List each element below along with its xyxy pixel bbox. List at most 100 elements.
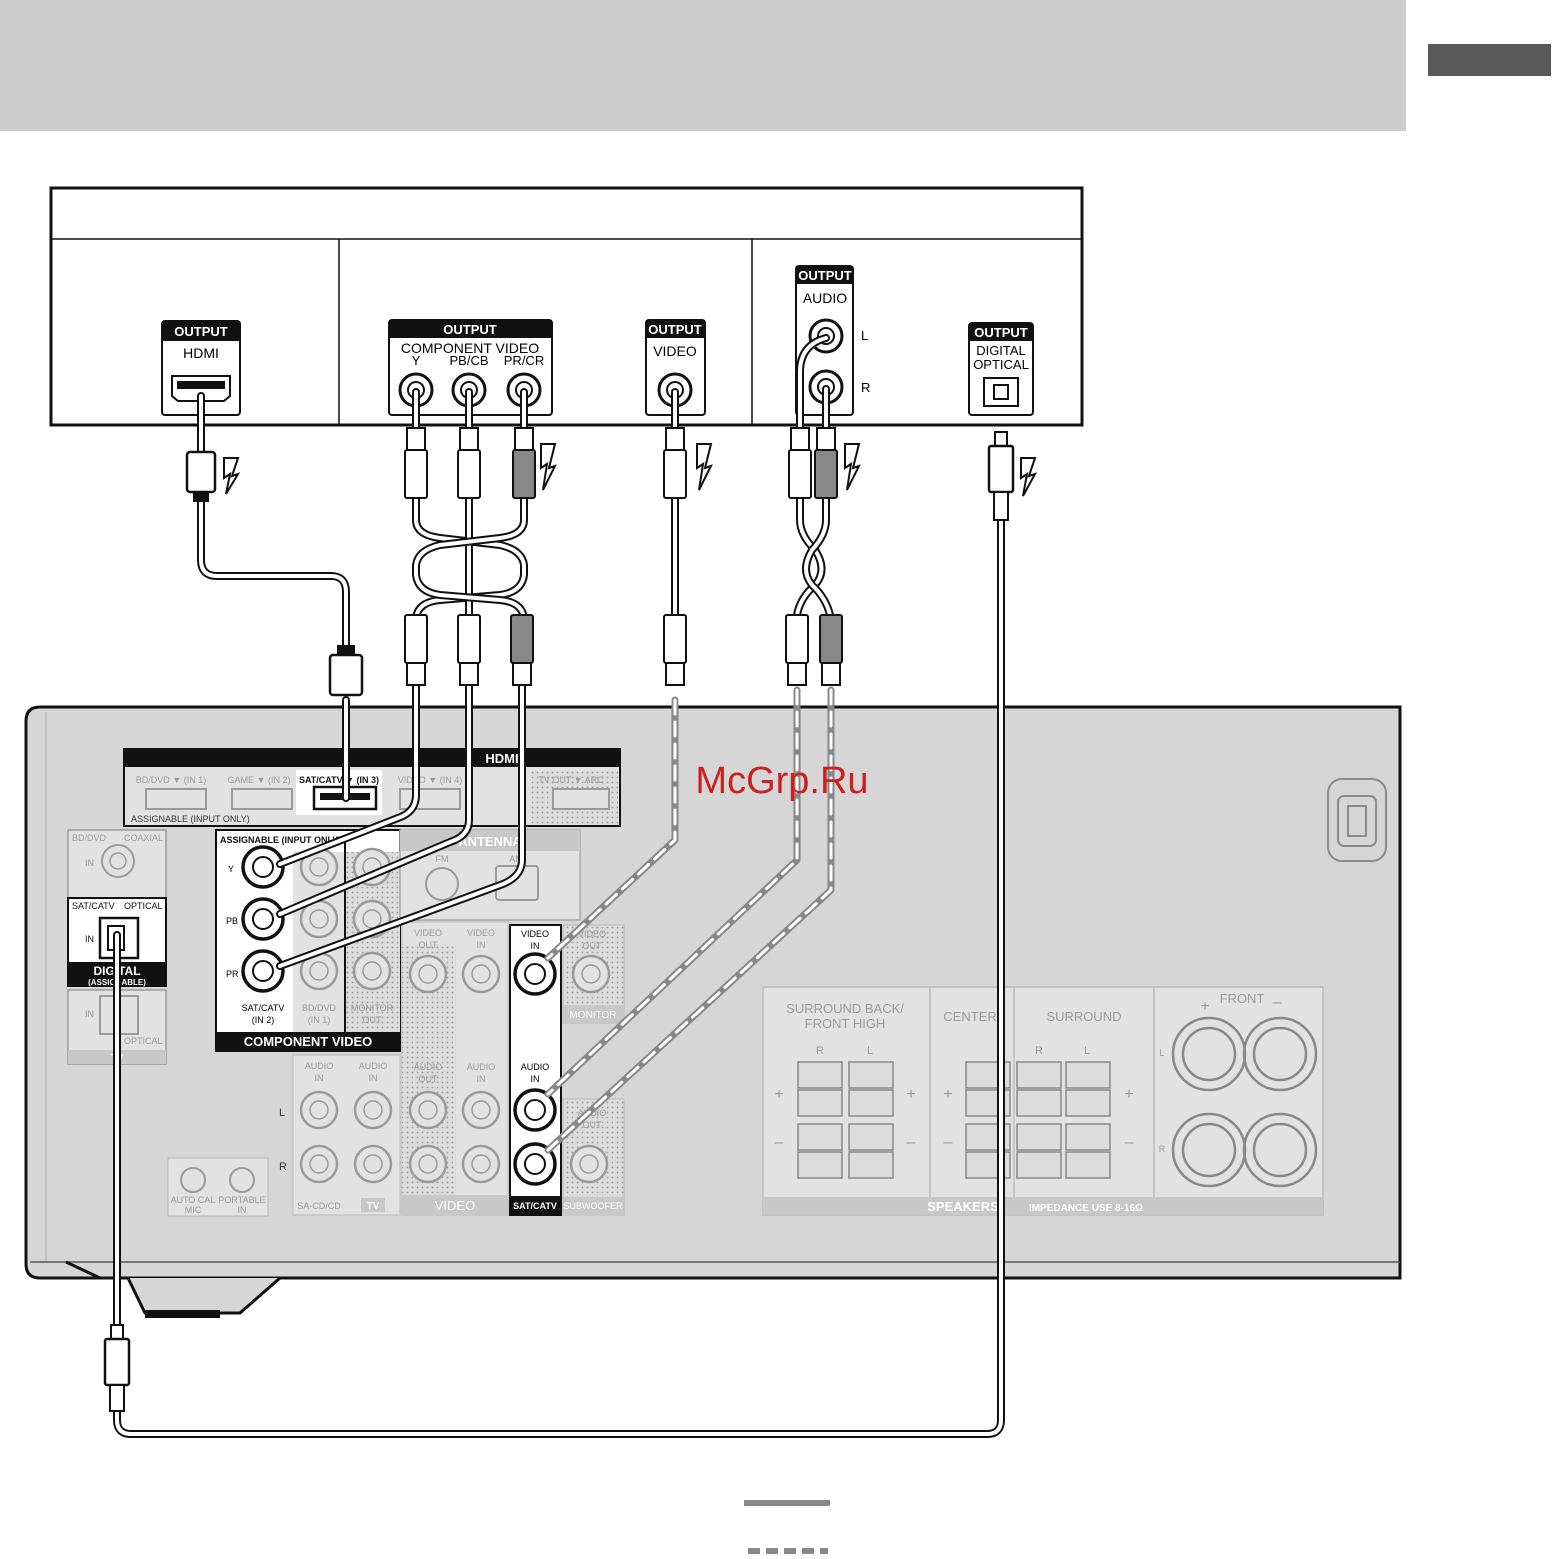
- audio-in-label: AUDIO: [467, 1062, 496, 1072]
- sat-video-in-label: VIDEO: [521, 929, 549, 939]
- component-video-label: COMPONENT VIDEO: [401, 340, 539, 356]
- speakers-label: SPEAKERS: [927, 1199, 999, 1214]
- minus-label: –: [1125, 1134, 1134, 1151]
- hdmi-input-panel: HDMI BD/DVD ▼ (IN 1) GAME ▼ (IN 2) SAT/C…: [123, 748, 621, 827]
- portable-label: PORTABLE: [218, 1195, 265, 1205]
- section-tab: [1428, 44, 1551, 76]
- minus-label: –: [907, 1134, 916, 1151]
- jack-y-label: Y: [412, 353, 421, 368]
- component-video-input-panel: ASSIGNABLE (INPUT ONLY) Y PB PR SAT/CATV…: [215, 829, 401, 1052]
- header-band: [0, 0, 1406, 131]
- plus-label: +: [1124, 1086, 1133, 1103]
- sub-out-label: OUT: [583, 1120, 603, 1130]
- hdmi-assignable-label: ASSIGNABLE (INPUT ONLY): [131, 814, 250, 824]
- monitor-out-label: OUT: [583, 941, 603, 951]
- comp-sat-catv-label: SAT/CATV: [242, 1003, 285, 1013]
- ac-inlet: [1327, 778, 1387, 862]
- component-assignable-label: ASSIGNABLE (INPUT ONLY): [220, 835, 341, 845]
- video-label: VIDEO: [653, 343, 697, 359]
- audio-in-label: AUDIO: [305, 1061, 334, 1071]
- digital-bd-dvd-label: BD/DVD: [72, 833, 107, 843]
- impedance-label: IMPEDANCE USE 8-16Ω: [1029, 1203, 1143, 1214]
- video-io-section: VIDEO OUT VIDEO IN AUDIO OUT AUDIO IN VI…: [401, 921, 509, 1216]
- analog-r-label: R: [279, 1161, 287, 1173]
- comp-pr-label: PR: [226, 969, 239, 979]
- sat-audio-in-label: AUDIO: [521, 1062, 550, 1072]
- video-output-jack: OUTPUT VIDEO: [645, 319, 706, 416]
- cable-plugs: [103, 427, 1015, 1412]
- audio-label: AUDIO: [803, 290, 847, 306]
- video-out-label-2: OUT: [419, 940, 439, 950]
- tv-optical-in-label: IN: [85, 1009, 94, 1019]
- comp-y-label: Y: [228, 864, 234, 874]
- analog-tv-label: TV: [367, 1201, 380, 1212]
- front-label: FRONT: [1220, 991, 1265, 1006]
- audio-out-label: AUDIO: [414, 1062, 443, 1072]
- hdmi-panel-title: HDMI: [485, 751, 518, 766]
- sb-r-label: R: [816, 1045, 824, 1057]
- center-label: CENTER: [943, 1009, 996, 1024]
- hdmi-in3-label: SAT/CATV ▼ (IN 3): [299, 775, 379, 785]
- subwoofer-label: SUBWOOFER: [563, 1201, 623, 1211]
- comp-in2-label: (IN 2): [252, 1015, 275, 1025]
- jack-pb-label: PB/CB: [449, 353, 488, 368]
- audio-in-label-2: IN: [477, 1074, 486, 1084]
- plus-label: +: [906, 1086, 915, 1103]
- jack-pr-label: PR/CR: [504, 353, 544, 368]
- hdmi-output-jack: OUTPUT HDMI: [161, 320, 241, 416]
- component-video-footer: COMPONENT VIDEO: [244, 1034, 373, 1049]
- output-tag: OUTPUT: [798, 268, 852, 283]
- subwoofer-output-panel: AUDIO OUT SUBWOOFER: [562, 1098, 625, 1216]
- monitor-label: MONITOR: [569, 1010, 616, 1021]
- front-plus-label: +: [1200, 998, 1209, 1015]
- fm-label: FM: [436, 854, 449, 864]
- digital-optical-output: OUTPUT DIGITAL OPTICAL: [968, 322, 1034, 416]
- coaxial-in-label: IN: [85, 858, 94, 868]
- tv-audio-in-label-2: IN: [369, 1073, 378, 1083]
- sat-audio-in-label-2: IN: [531, 1074, 540, 1084]
- comp-monitor-label: MONITOR: [351, 1003, 394, 1013]
- minus-label: –: [775, 1134, 784, 1151]
- source-device: OUTPUT HDMI OUTPUT COMPONENT VIDEO Y PB/…: [49, 186, 1084, 427]
- comp-bd-dvd-label: BD/DVD: [302, 1003, 337, 1013]
- monitor-video-label: VIDEO: [578, 929, 606, 939]
- sat-catv-footer: SAT/CATV: [513, 1201, 557, 1211]
- front-l-label: L: [1159, 1048, 1164, 1058]
- antenna-label: ANTENNA: [458, 834, 522, 849]
- mic-portable-jacks: AUTO CAL MIC PORTABLE IN: [167, 1157, 269, 1217]
- hdmi-label: HDMI: [183, 345, 219, 361]
- video-in-label-2: IN: [477, 940, 486, 950]
- sur-r-label: R: [1035, 1045, 1043, 1057]
- tv-optical-label: OPTICAL: [124, 1036, 163, 1046]
- optical-label: OPTICAL: [973, 357, 1029, 372]
- comp-in1-label: (IN 1): [308, 1015, 331, 1025]
- audio-in-label-2: IN: [315, 1073, 324, 1083]
- speaker-terminals: SURROUND BACK/ FRONT HIGH CENTER SURROUN…: [762, 986, 1324, 1216]
- optical-in-label: IN: [85, 934, 94, 944]
- tv-audio-in-label: AUDIO: [359, 1061, 388, 1071]
- antenna-panel: ANTENNA FM AM: [399, 829, 581, 921]
- audio-r-label: R: [861, 380, 870, 395]
- signal-flow-arrows: [223, 443, 1038, 497]
- audio-l-label: L: [861, 328, 868, 343]
- portable-in-label: IN: [238, 1205, 247, 1215]
- output-tag: OUTPUT: [648, 322, 702, 337]
- digital-label: DIGITAL: [976, 343, 1026, 358]
- surround-label: SURROUND: [1046, 1009, 1121, 1024]
- digital-sat-catv-label: SAT/CATV: [72, 901, 115, 911]
- front-r-label: R: [1159, 1144, 1166, 1154]
- video-section-label: VIDEO: [435, 1198, 475, 1213]
- autocal-label: AUTO CAL: [171, 1195, 216, 1205]
- sat-video-in-label-2: IN: [531, 941, 540, 951]
- hdmi-in4-label: VIDEO ▼ (IN 4): [398, 775, 462, 785]
- hdmi-in2-label: GAME ▼ (IN 2): [228, 775, 291, 785]
- receiver-rear-panel: HDMI BD/DVD ▼ (IN 1) GAME ▼ (IN 2) SAT/C…: [24, 705, 1402, 1318]
- minus-label: –: [944, 1134, 953, 1151]
- watermark-text: McGrp.Ru: [695, 760, 868, 802]
- front-minus-label: –: [1273, 994, 1282, 1011]
- surround-back-label: SURROUND BACK/: [786, 1001, 904, 1016]
- analog-audio-inputs: AUDIO IN AUDIO IN L R SA-CD/CD TV: [279, 1054, 401, 1216]
- sacd-label: SA-CD/CD: [297, 1201, 341, 1211]
- digital-optical-label: OPTICAL: [124, 901, 163, 911]
